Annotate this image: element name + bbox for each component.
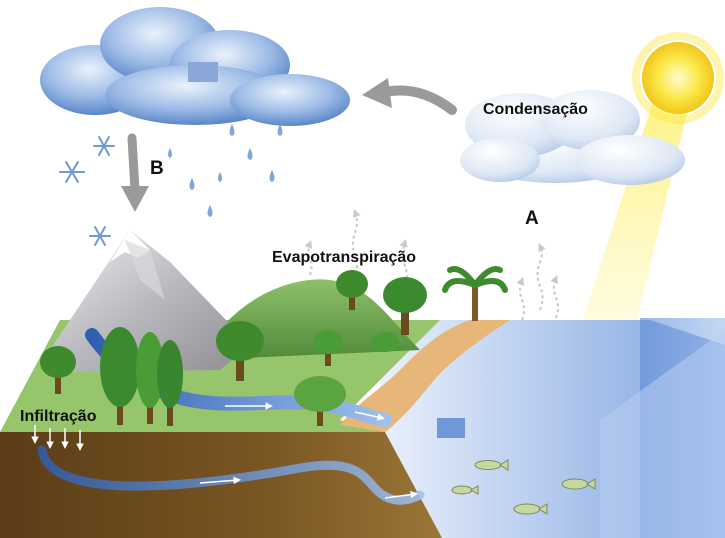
infiltration-arrows (31, 425, 84, 451)
rain-cloud (40, 7, 350, 126)
trees (40, 266, 508, 426)
precipitation-arrow (127, 133, 140, 195)
shore (340, 320, 510, 432)
label-a: A (525, 208, 539, 229)
label-evapotranspiracao: Evapotranspiração (272, 249, 417, 266)
label-b: B (150, 158, 164, 179)
groundwater-flow (37, 445, 425, 505)
sun (642, 42, 714, 114)
label-condensacao: Condensação (483, 101, 588, 118)
soil (0, 432, 442, 538)
condensation-arrow (380, 85, 457, 115)
fish-icons (451, 459, 596, 515)
ocean (380, 318, 725, 538)
raindrops (168, 124, 283, 217)
condensation-cloud (460, 90, 685, 185)
snowflake-icons (59, 136, 115, 246)
label-infiltracao: Infiltração (20, 408, 97, 425)
